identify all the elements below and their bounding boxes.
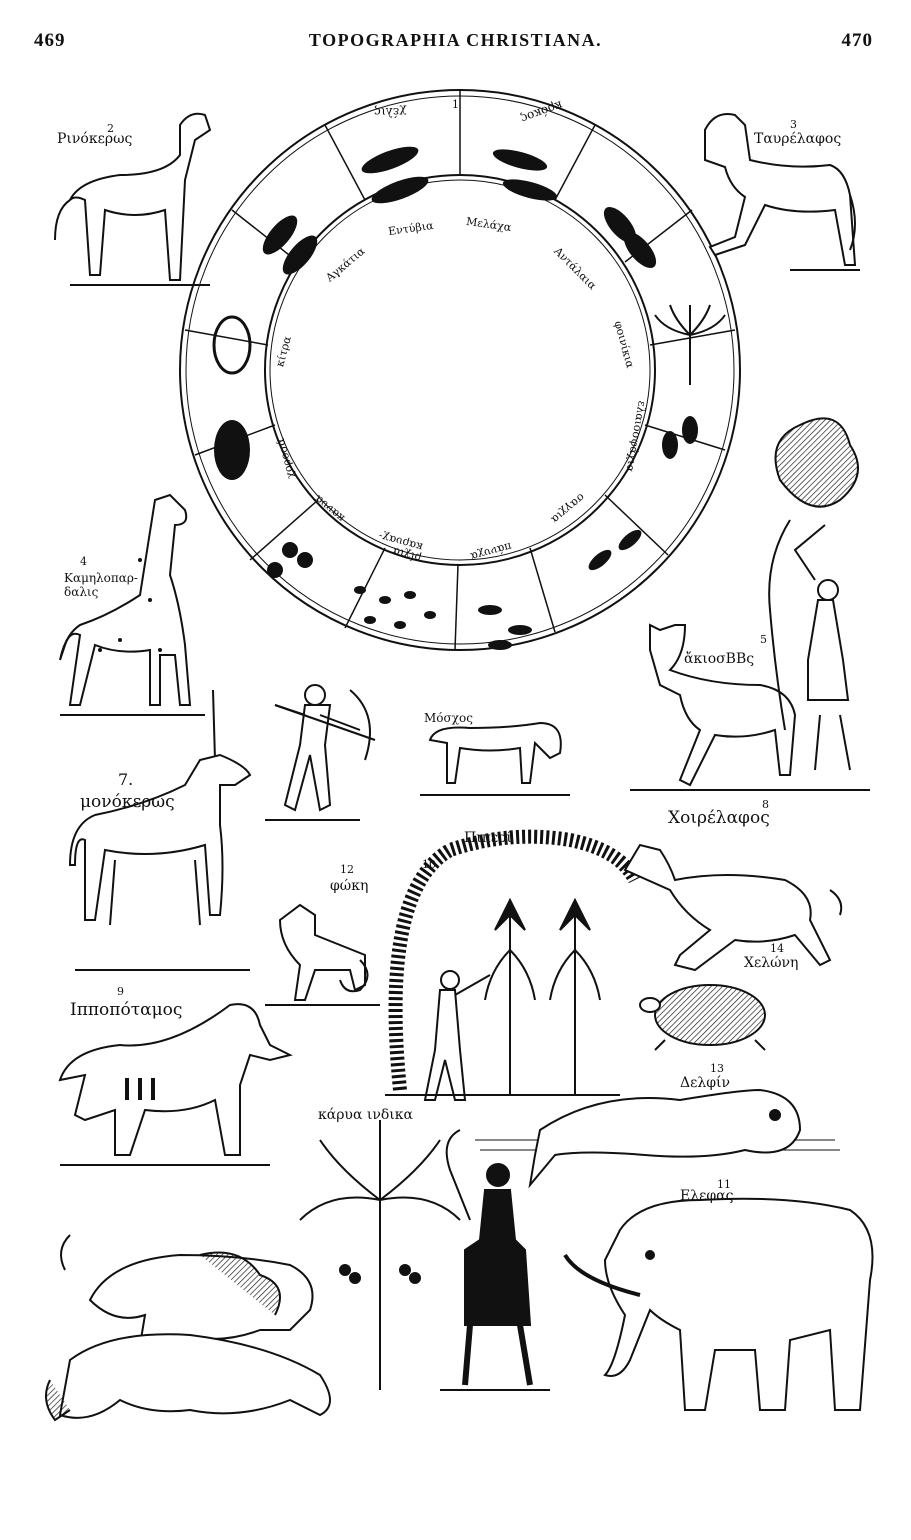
agriobous-figure [630, 623, 797, 791]
figure-number-3: 3 [790, 118, 797, 131]
label-camelopard: Καμηλοπαρ-δαλις [64, 571, 138, 599]
unicorn-number: 7. [118, 770, 134, 789]
rhinoceros-figure [54, 112, 212, 286]
lion-attack-figure [45, 1234, 331, 1422]
figure-number-10: 10 [422, 858, 436, 871]
label-rhinoceros: Ρινόκερως [57, 131, 133, 147]
elephant-figure [563, 1197, 874, 1411]
label-chelone: Χελώνη [744, 955, 799, 971]
page-number-left: 469 [34, 30, 66, 51]
figure-number-2: 2 [107, 122, 114, 135]
label-karua-indika: κάρυα ινδικα [318, 1107, 413, 1123]
figure-number-4: 4 [80, 555, 87, 568]
dolphin-figure [475, 1088, 840, 1189]
wheel-fruits [212, 146, 698, 650]
figure-number-13: 13 [710, 1062, 724, 1075]
label-delphin: Δελφίν [680, 1075, 731, 1091]
label-hippopotamus: Ιπποπόταμος [70, 1000, 183, 1020]
coconut-palm-figure [299, 1120, 461, 1390]
wheel-number: 1 [452, 98, 459, 111]
harvester-figure [440, 1129, 550, 1391]
figure-number-9: 9 [117, 985, 124, 998]
figure-number-12: 12 [340, 863, 354, 876]
tree-and-harvester [768, 417, 870, 791]
figure-number-5: 5 [760, 633, 767, 646]
moschos-figure [420, 721, 570, 796]
pepper-vine-arch [385, 829, 642, 1101]
archer-figure [265, 684, 376, 821]
unicorn-figure [68, 689, 252, 971]
figure-number-14: 14 [770, 942, 784, 955]
label-peppers: Πιπερί [464, 830, 512, 846]
page-number-right: 470 [841, 30, 873, 51]
running-title: TOPOGRAPHIA CHRISTIANA. [308, 30, 603, 50]
tortoise-figure [639, 984, 766, 1051]
wheel-outer-label-left: χέλις [374, 105, 407, 119]
label-phoke: φώκη [330, 878, 369, 894]
phoke-figure [265, 903, 380, 1006]
label-moschos: Μόσχος [424, 711, 473, 725]
figure-number-8: 8 [762, 798, 769, 811]
label-choirelaphos: Χοιρέλαφος [668, 808, 770, 828]
wheel-palm [654, 304, 726, 385]
label-unicorn: μονόκερως [80, 792, 175, 812]
choirelaphos-figure [623, 843, 843, 972]
label-agriobous: ἄκιοσΒΒς [684, 651, 755, 667]
camelopard-figure [59, 493, 205, 716]
label-taurelaphos: Ταυρέλαφος [754, 131, 842, 147]
figure-number-11: 11 [717, 1178, 731, 1191]
taurelaphos-figure [704, 113, 860, 271]
hippopotamus-figure [58, 1003, 293, 1166]
label-elephas: Ελεφας [680, 1188, 734, 1204]
plant-wheel [179, 89, 741, 651]
